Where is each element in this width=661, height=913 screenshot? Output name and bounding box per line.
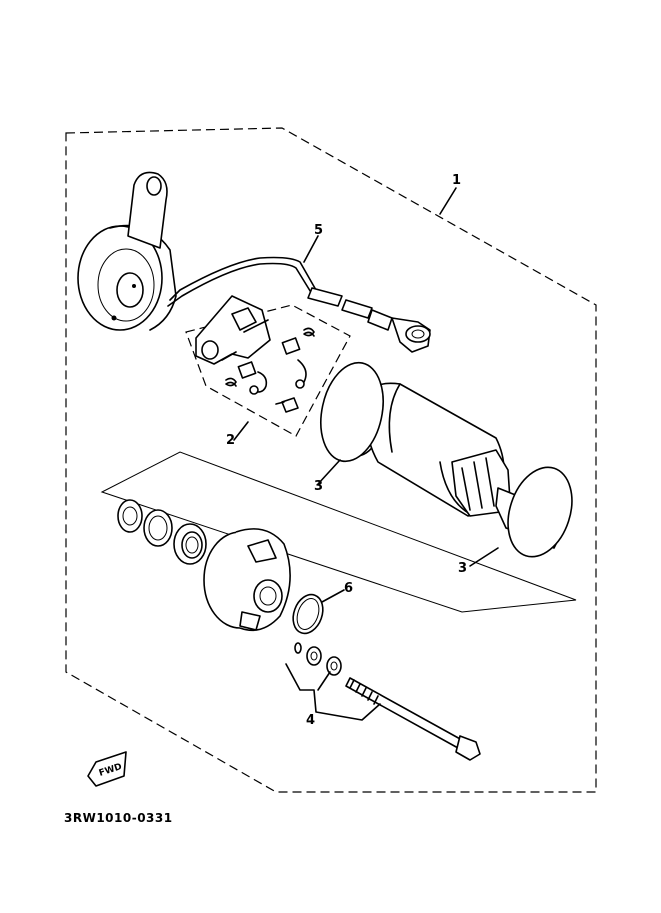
front-cover-group-boundary <box>100 451 577 613</box>
brushes-and-springs <box>225 327 315 413</box>
rear-end-cover <box>77 171 177 331</box>
front-cover <box>203 528 291 632</box>
o-ring-rear <box>320 361 384 463</box>
drawing-code: 3RW1010-0331 <box>64 811 173 825</box>
through-bolt <box>345 677 481 761</box>
forward-direction-arrow: FWD <box>87 751 127 787</box>
assembly-boundary <box>65 127 597 793</box>
callout-1: 1 <box>452 173 461 188</box>
callout-3-rear: 3 <box>314 479 323 494</box>
leader-lines <box>233 187 499 721</box>
callout-3-front: 3 <box>458 561 467 576</box>
seal-and-washers <box>117 499 207 565</box>
callout-5: 5 <box>314 223 323 238</box>
brush-holder <box>195 295 271 365</box>
brush-set-boundary <box>185 304 351 437</box>
callout-2: 2 <box>226 433 235 448</box>
callout-4: 4 <box>306 713 315 728</box>
washer-set <box>294 642 342 676</box>
o-ring-front <box>507 466 573 558</box>
o-ring-small <box>292 593 324 635</box>
lead-wire <box>167 256 431 353</box>
callout-6: 6 <box>344 581 353 596</box>
